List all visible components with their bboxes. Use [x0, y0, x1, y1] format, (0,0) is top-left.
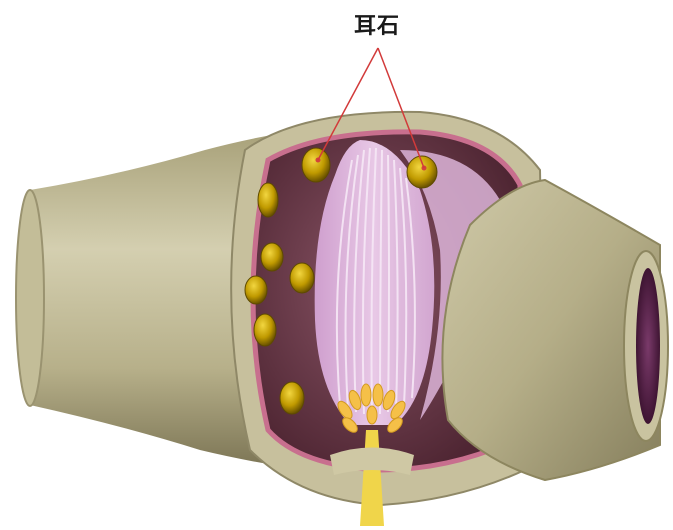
otolith — [261, 243, 283, 271]
otolith — [280, 382, 304, 414]
otolith — [245, 276, 267, 304]
otolith — [258, 183, 278, 217]
otolith — [302, 148, 330, 182]
otolith-label: 耳石 — [354, 8, 424, 40]
left-tube-end — [16, 190, 44, 406]
otolith — [290, 263, 314, 293]
right-tube-lumen — [636, 268, 660, 424]
otolith — [254, 314, 276, 346]
